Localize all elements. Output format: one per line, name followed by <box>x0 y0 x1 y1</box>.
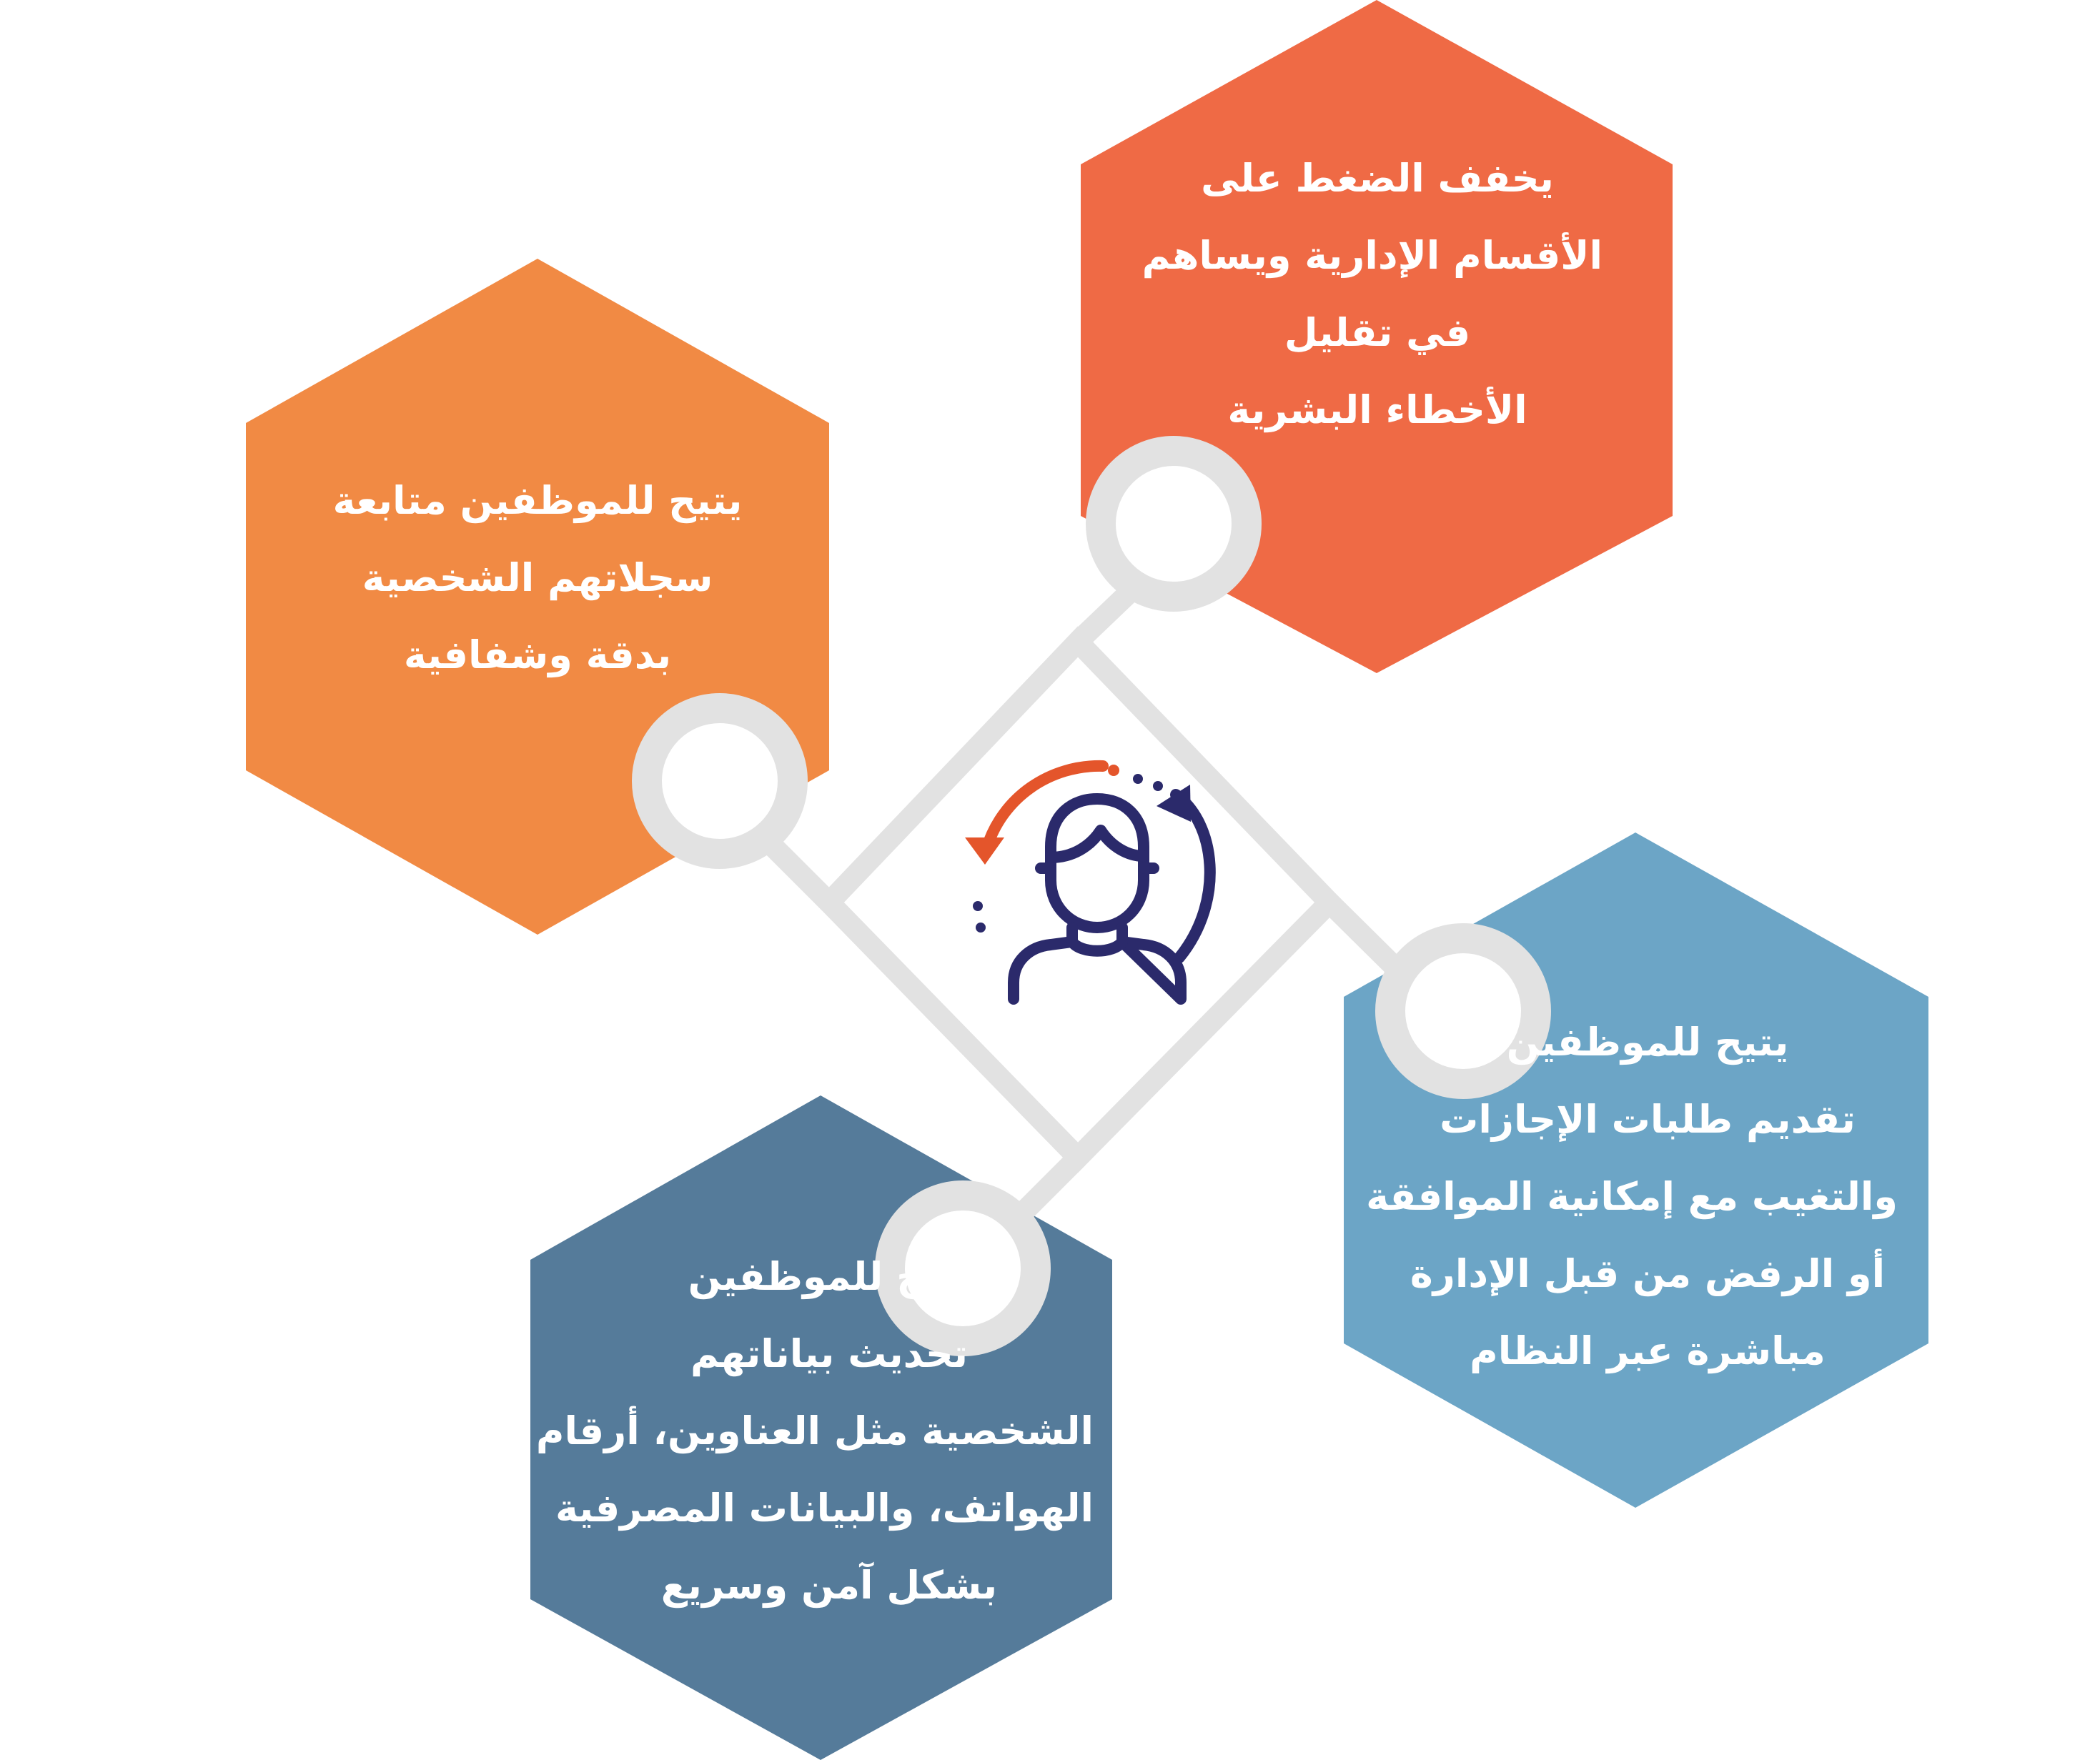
connector-line-left <box>764 837 837 910</box>
text-line: في تقليل <box>1284 310 1471 355</box>
node-rings <box>632 436 1551 1356</box>
text-line: تقديم طلبات الإجازات <box>1440 1097 1856 1142</box>
node-ring-top <box>1086 436 1262 612</box>
text-line: يتيح للموظفين <box>1506 1020 1789 1065</box>
top-left-hex-text: يتيح للموظفين متابعة سجلاتهم الشخصية بدق… <box>309 462 766 694</box>
text-line: بشكل آمن وسريع <box>660 1563 998 1608</box>
text-line: مباشرة عبر النظام <box>1470 1328 1826 1373</box>
text-line: أو الرفض من قبل الإدارة <box>1410 1251 1886 1296</box>
bottom-left-hex-text: يتيح للموظفين تحديث بياناتهم الشخصية مثل… <box>535 1238 1094 1624</box>
node-ring-left <box>632 693 808 869</box>
text-line: تحديث بياناتهم <box>690 1331 969 1376</box>
connector-line-right <box>1322 895 1405 978</box>
top-right-hex-text: يخفف الضغط على الأقسام الإدارية ويساهم ف… <box>1141 140 1603 449</box>
text-line: يخفف الضغط على <box>1201 156 1554 201</box>
text-line: الشخصية مثل العناوين، أرقام <box>535 1408 1094 1453</box>
bottom-right-hex-text: يتيح للموظفين تقديم طلبات الإجازات والتغ… <box>1366 1004 1898 1390</box>
person-refresh-icon <box>965 760 1216 1005</box>
text-line: يتيح للموظفين <box>688 1254 971 1299</box>
node-ring-right <box>1375 923 1551 1099</box>
node-ring-bottom <box>875 1180 1051 1356</box>
text-line: والتغيب مع إمكانية الموافقة <box>1366 1174 1898 1219</box>
connector-diamond <box>814 626 1344 1173</box>
text-line: الأخطاء البشرية <box>1227 387 1527 432</box>
text-line: الأقسام الإدارية ويساهم <box>1141 233 1603 278</box>
text-line: بدقة وشفافية <box>403 632 672 677</box>
text-line: الهواتف، والبيانات المصرفية <box>555 1486 1094 1531</box>
text-line: يتيح للموظفين متابعة <box>332 478 743 523</box>
text-line: سجلاتهم الشخصية <box>362 555 713 600</box>
